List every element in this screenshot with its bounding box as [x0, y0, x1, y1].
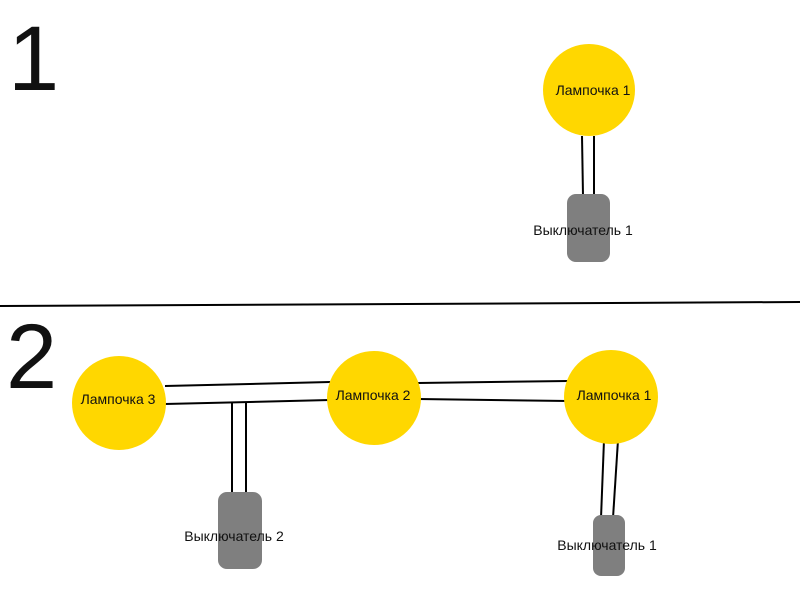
- bulb-1-shape: [543, 44, 635, 136]
- section-divider: [0, 301, 800, 307]
- switch-2-shape: [218, 492, 262, 569]
- wire: [612, 439, 619, 519]
- switch-1b-label: Выключатель 1: [557, 537, 657, 553]
- bulb-1b-label: Лампочка 1: [577, 387, 652, 403]
- wire: [581, 135, 584, 197]
- section-1-number: 1: [8, 8, 59, 110]
- bulb-1b-shape: [564, 350, 658, 444]
- wire: [164, 399, 331, 405]
- switch-1-label: Выключатель 1: [533, 222, 633, 238]
- wire: [600, 439, 605, 519]
- bulb-3-shape: [72, 356, 166, 450]
- bulb-2-label: Лампочка 2: [336, 387, 411, 403]
- section-2: 2 Лампочка 3 Лампочка 2 Лампочка 1 Выклю…: [6, 306, 658, 576]
- wire: [164, 381, 331, 387]
- bulb-1-label: Лампочка 1: [556, 82, 631, 98]
- bulb-2-shape: [327, 351, 421, 445]
- section-1: 1 Лампочка 1 Выключатель 1: [8, 8, 635, 262]
- switch-2-label: Выключатель 2: [184, 528, 284, 544]
- bulb-3-label: Лампочка 3: [81, 391, 156, 407]
- switch-1-shape: [567, 194, 610, 262]
- wire: [417, 380, 569, 384]
- wire: [417, 398, 569, 402]
- switch-1b-shape: [593, 515, 625, 576]
- section-2-number: 2: [6, 306, 57, 408]
